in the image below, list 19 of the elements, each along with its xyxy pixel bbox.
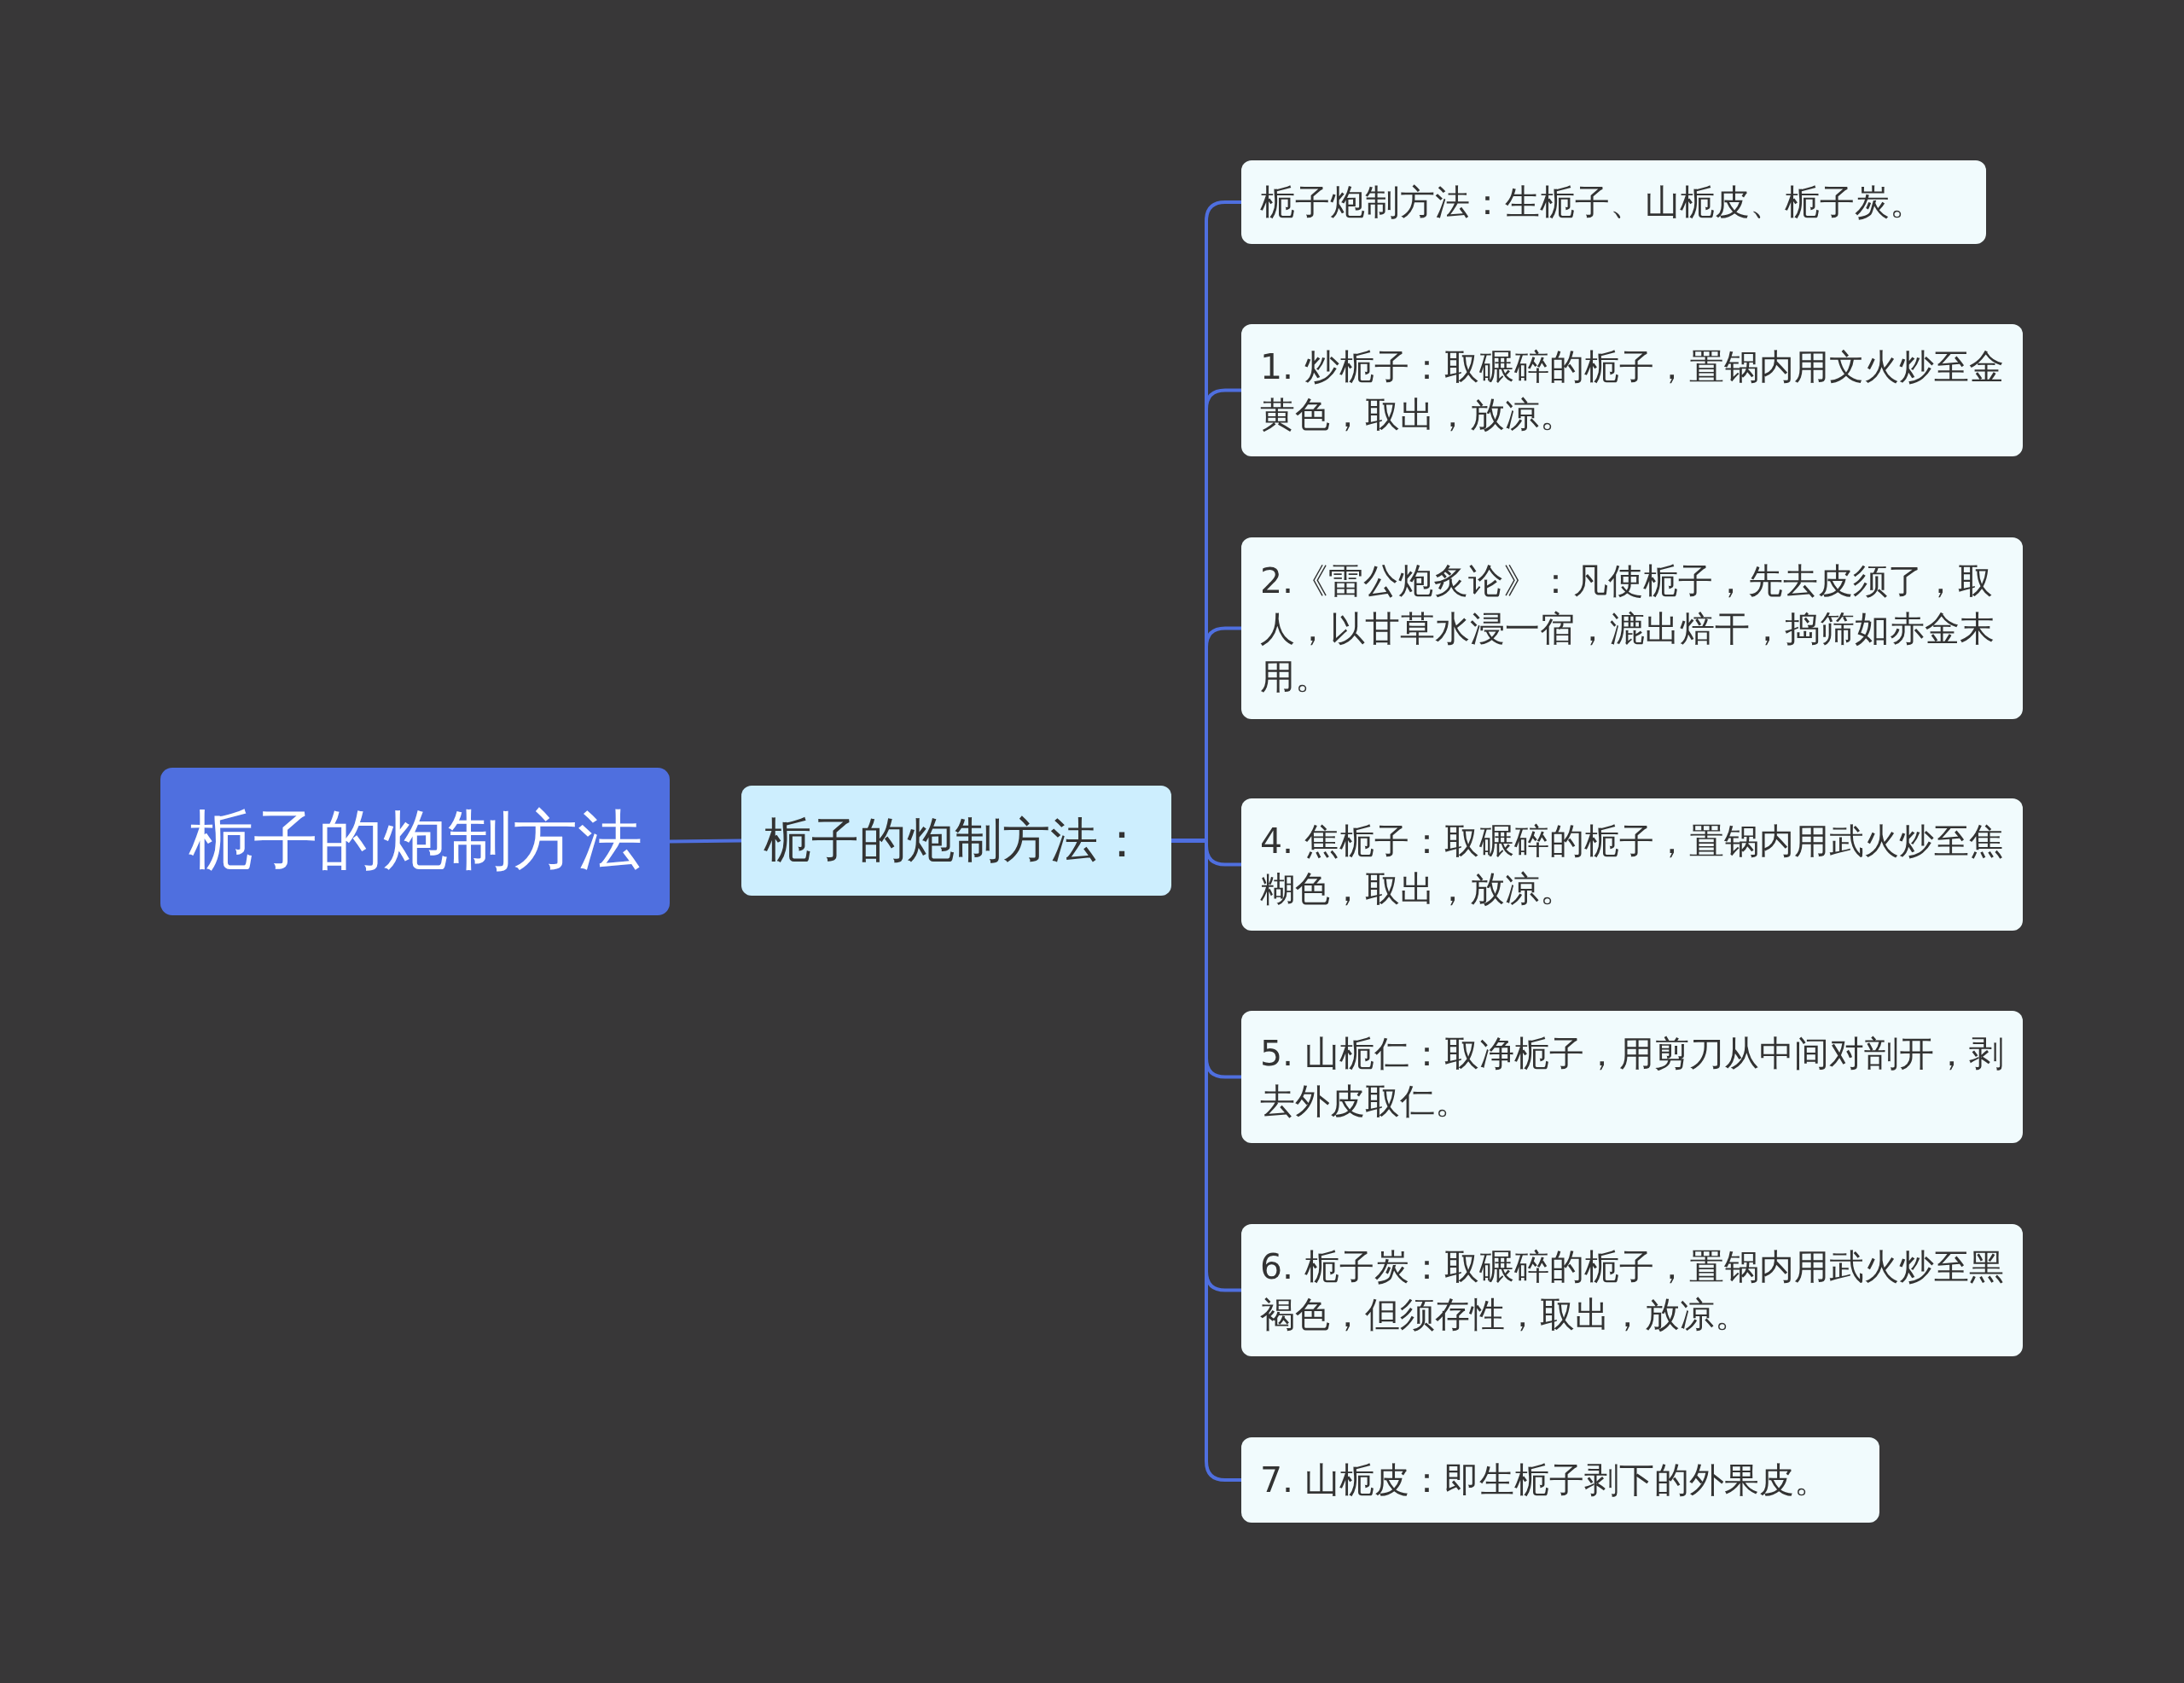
topic-text: 5. 山栀仁：取净栀子，用剪刀从中间对剖开，剥去外皮取仁。 xyxy=(1260,1031,2006,1123)
connector-line xyxy=(669,839,742,844)
leaf-topic-box xyxy=(1241,798,2023,931)
topic-text: 栀子的炮制方法 xyxy=(188,801,642,879)
leaf-topic-box xyxy=(1241,537,2023,719)
leaf-topic-box xyxy=(1241,1437,1879,1523)
topic-text: 1. 炒栀子：取碾碎的栀子，置锅内用文火炒至金黄色，取出，放凉。 xyxy=(1260,345,2006,437)
central-topic-box xyxy=(160,768,670,915)
leaf-topic-box xyxy=(1241,1011,2023,1143)
topic-text: 栀子炮制方法：生栀子、山栀皮、栀子炭。 xyxy=(1260,181,1925,224)
topic-text: 6. 栀子炭：取碾碎的栀子，置锅内用武火炒至黑褐色，但须存性，取出，放凉。 xyxy=(1260,1245,2006,1337)
topic-text: 栀子的炮制方法： xyxy=(764,810,1146,869)
subtopic-box xyxy=(741,786,1171,896)
topic-text: 2.《雷公炮炙论》：凡使栀子，先去皮须了，取人，以甘草水浸一宿，漉出焙干，捣筛如赤金末用。 xyxy=(1260,559,1995,699)
leaf-topic-box xyxy=(1241,160,1986,244)
leaf-topic-box xyxy=(1241,324,2023,456)
topic-text: 7. 山栀皮：即生栀子剥下的外果皮。 xyxy=(1260,1459,1830,1502)
leaf-topic-box xyxy=(1241,1224,2023,1356)
topic-text: 4. 焦栀子：取碾碎的栀子，置锅内用武火炒至焦糊色，取出，放凉。 xyxy=(1260,819,2006,911)
